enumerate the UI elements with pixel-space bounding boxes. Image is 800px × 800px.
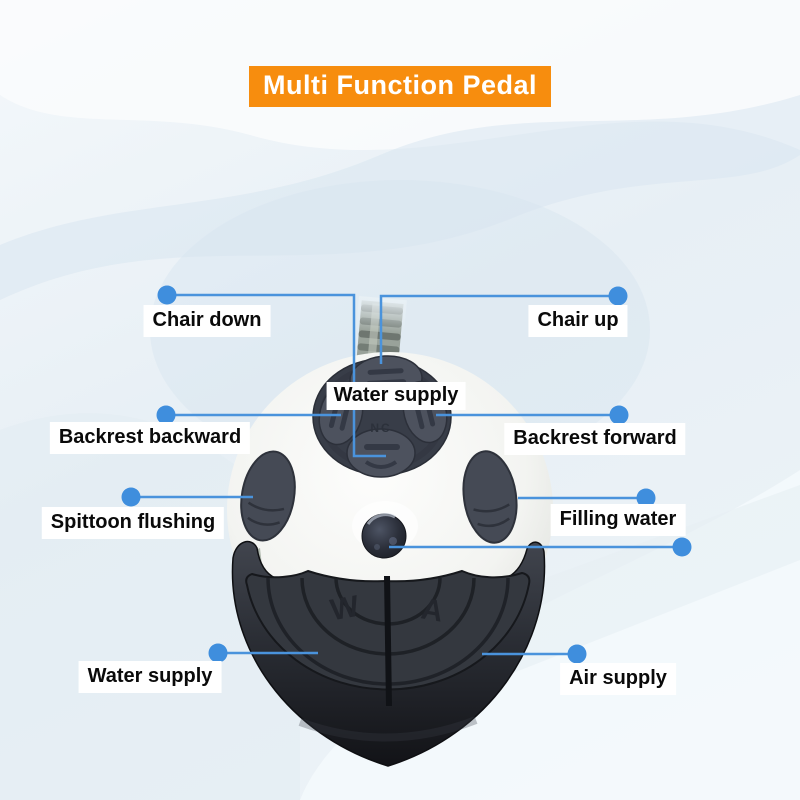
callout-label-water-supply-center: Water supply (326, 382, 466, 410)
callout-dot-chair-up (608, 286, 628, 306)
callout-dot-water-supply (208, 643, 228, 663)
callout-label-water-supply-bottom: Water supply (78, 661, 222, 693)
callout-dot-backrest-forward (609, 405, 629, 425)
page-title: Multi Function Pedal (249, 66, 551, 107)
pedal-device: W A (227, 296, 553, 767)
callout-dot-air-supply (567, 644, 587, 664)
callout-label-air-supply: Air supply (560, 663, 676, 695)
callout-dot-spittoon-flushing (121, 487, 141, 507)
callout-dot-backrest-backward (156, 405, 176, 425)
callout-dot-chair-down (157, 285, 177, 305)
callout-label-backrest-forward: Backrest forward (504, 423, 686, 455)
filling-water-button (462, 450, 518, 544)
spittoon-flush-button (240, 450, 296, 542)
callout-label-backrest-backward: Backrest backward (49, 422, 251, 454)
callout-label-filling-water: Filling water (550, 504, 686, 536)
left-pedal-marking: W (328, 590, 362, 628)
callout-dot-center-knob (672, 537, 692, 557)
callout-label-spittoon-flushing: Spittoon flushing (41, 507, 225, 539)
foot-pedals: W A (245, 569, 531, 742)
callout-line-chair-up (379, 294, 618, 364)
cluster-marking: NC (370, 421, 391, 435)
callout-dot-filling-water (636, 488, 656, 508)
callout-label-chair-down: Chair down (143, 305, 271, 337)
callout-label-chair-up: Chair up (528, 305, 628, 337)
callout-line-chair-down (167, 293, 386, 458)
cluster-bottom-button (346, 428, 416, 478)
pedal-divider (384, 575, 392, 707)
